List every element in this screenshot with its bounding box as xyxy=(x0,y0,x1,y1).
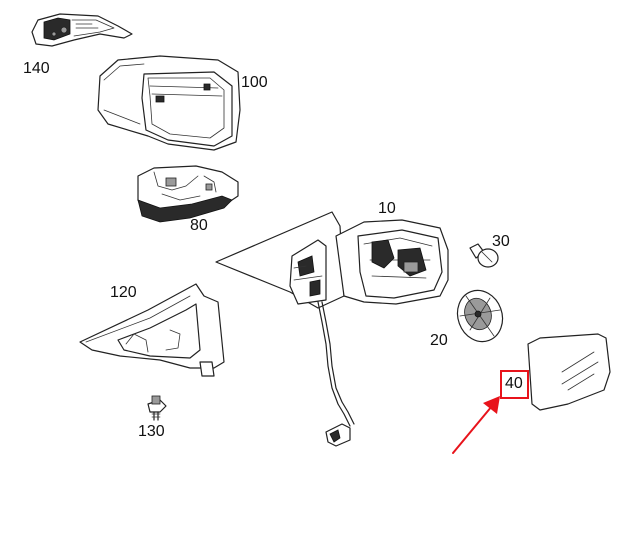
part-120-trim-panel[interactable] xyxy=(79,283,225,377)
highlight-box xyxy=(500,370,529,399)
part-130-screw[interactable] xyxy=(147,395,167,421)
label-part-40: 40 xyxy=(505,375,523,392)
part-80-base-cover[interactable] xyxy=(137,165,239,223)
label-part-80: 80 xyxy=(190,217,208,234)
part-20-adjusting-motor[interactable] xyxy=(450,284,509,348)
label-part-100: 100 xyxy=(241,74,268,91)
highlight-marker xyxy=(452,370,529,454)
label-part-140: 140 xyxy=(23,60,50,77)
part-100-housing-cover[interactable] xyxy=(97,55,241,151)
label-part-30: 30 xyxy=(492,233,510,250)
part-140-turn-signal[interactable] xyxy=(31,13,133,47)
highlight-arrowhead xyxy=(483,396,500,414)
label-part-120: 120 xyxy=(110,284,137,301)
label-part-10: 10 xyxy=(378,200,396,217)
label-part-130: 130 xyxy=(138,423,165,440)
part-10-mirror-assembly[interactable] xyxy=(215,211,449,447)
part-30-bulb[interactable] xyxy=(469,243,499,268)
part-40-mirror-glass[interactable] xyxy=(527,333,611,411)
label-part-20: 20 xyxy=(430,332,448,349)
highlight-arrow-line xyxy=(452,405,493,454)
